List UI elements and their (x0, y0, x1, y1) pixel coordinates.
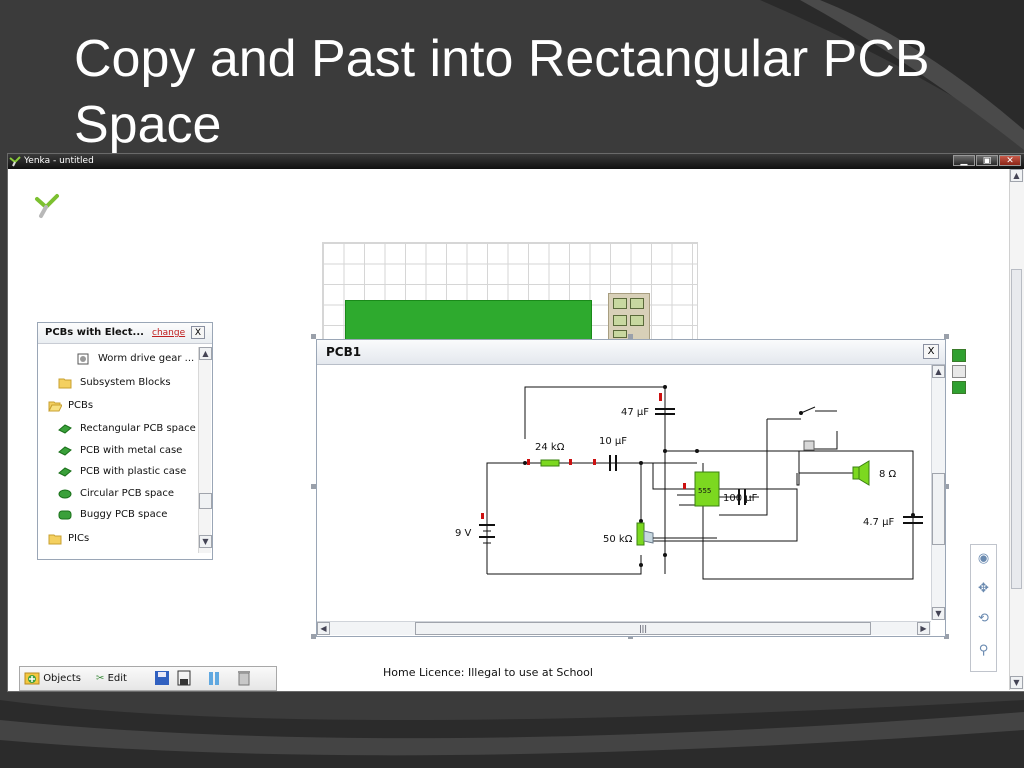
label-4-7uf: 4.7 µF (863, 517, 894, 528)
scroll-thumb[interactable] (932, 473, 945, 545)
graph-palette-icon[interactable] (952, 381, 966, 394)
resize-handle[interactable] (944, 484, 949, 489)
close-button[interactable]: ✕ (999, 155, 1021, 166)
pan-icon[interactable]: ✥ (978, 581, 989, 596)
pcbs-panel-scrollbar[interactable]: ▲ ▼ (198, 347, 212, 553)
scroll-thumb[interactable] (1011, 269, 1022, 589)
eraser-palette-icon[interactable] (952, 365, 966, 378)
scroll-left-button[interactable]: ◀ (317, 622, 330, 635)
circuit-palette-icon[interactable] (952, 349, 966, 362)
save-as-button[interactable] (176, 669, 192, 688)
scroll-down-button[interactable]: ▼ (199, 535, 212, 548)
slide-title: Copy and Past into Rectangular PCB Space (74, 30, 930, 154)
bottom-toolbar: Objects ✂ Edit (19, 666, 277, 691)
scissors-icon: ✂ (96, 673, 105, 684)
resize-handle[interactable] (944, 334, 949, 339)
pcbs-panel-close-button[interactable]: X (191, 326, 205, 339)
objects-icon (24, 672, 40, 685)
rotate-icon[interactable]: ⟲ (978, 611, 989, 626)
battery-tool-icon[interactable] (613, 330, 627, 338)
circuit-schematic: 47 µF 24 kΩ 10 µF 8 Ω 100 µF 4.7 µF 9 V … (455, 385, 923, 580)
resize-handle[interactable] (628, 334, 633, 339)
delete-button[interactable] (236, 669, 252, 688)
objects-label: Objects (43, 673, 81, 684)
pcbs-panel-title: PCBs with Elect... (45, 327, 144, 338)
scroll-down-button[interactable]: ▼ (1010, 676, 1023, 689)
chip-tool-icon[interactable] (630, 315, 644, 326)
resize-handle[interactable] (311, 634, 316, 639)
pcb-icon (58, 467, 72, 477)
label-24k: 24 kΩ (535, 442, 565, 453)
side-palette (952, 337, 966, 397)
pcb-icon (58, 424, 72, 434)
scroll-thumb[interactable]: ||| (415, 622, 871, 635)
scroll-up-button[interactable]: ▲ (932, 365, 945, 378)
folder-icon (58, 378, 72, 389)
pcb1-close-button[interactable]: X (923, 344, 939, 359)
maximize-button[interactable]: ▣ (976, 155, 998, 166)
view-tools: ◉ ✥ ⟲ ⚲ (970, 544, 997, 672)
label-9v: 9 V (455, 528, 472, 539)
capacitor-tool-icon[interactable] (613, 298, 627, 309)
pcb1-horizontal-scrollbar[interactable]: ◀ ||| ▶ (317, 621, 931, 635)
change-link[interactable]: change (152, 328, 186, 338)
title-bar: Yenka - untitled ▁ ▣ ✕ (8, 154, 1024, 169)
label-47uf: 47 µF (621, 407, 649, 418)
rectangular-pcb-board[interactable] (345, 300, 592, 344)
yenka-logo-icon (35, 194, 59, 218)
main-vertical-scrollbar[interactable]: ▲ ▼ (1009, 169, 1024, 690)
edit-label: Edit (107, 673, 127, 684)
scroll-up-button[interactable]: ▲ (199, 347, 212, 360)
window-controls: ▁ ▣ ✕ (953, 155, 1021, 167)
scroll-down-button[interactable]: ▼ (932, 607, 945, 620)
licence-status: Home Licence: Illegal to use at School (383, 666, 593, 679)
gear-icon (77, 353, 89, 365)
label-50k: 50 kΩ (603, 534, 633, 545)
resize-handle[interactable] (944, 634, 949, 639)
scroll-thumb[interactable] (199, 493, 212, 509)
switch-tool-icon[interactable] (613, 315, 627, 326)
save-as-icon (177, 670, 191, 686)
battery-symbol (479, 513, 495, 544)
scroll-right-button[interactable]: ▶ (917, 622, 930, 635)
edit-button[interactable]: ✂ Edit (96, 669, 127, 688)
trash-icon (238, 671, 250, 686)
minimize-button[interactable]: ▁ (953, 155, 975, 166)
pcb-icon (58, 446, 72, 456)
pcb-circle-icon (58, 489, 72, 499)
label-100uf: 100 µF (723, 493, 758, 504)
pcb1-vertical-scrollbar[interactable]: ▲ ▼ (931, 365, 945, 620)
save-icon (155, 671, 169, 685)
folder-icon (48, 534, 62, 545)
pcb1-title: PCB1 (326, 345, 362, 359)
pcbs-panel: PCBs with Elect... change X Worm drive g… (37, 322, 213, 560)
eye-icon[interactable]: ◉ (977, 551, 990, 566)
yenka-icon (9, 156, 21, 167)
window-title: Yenka - untitled (24, 156, 94, 166)
objects-button[interactable]: Objects (24, 669, 81, 688)
label-8ohm: 8 Ω (879, 469, 897, 480)
pcb-buggy-icon (58, 510, 72, 520)
resize-handle[interactable] (311, 334, 316, 339)
pause-button[interactable] (206, 669, 222, 688)
resistor-tool-icon[interactable] (630, 298, 644, 309)
folder-open-icon (48, 401, 62, 412)
pcb1-window: PCB1 X (316, 339, 946, 637)
label-10uf: 10 µF (599, 436, 627, 447)
zoom-icon[interactable]: ⚲ (978, 643, 989, 658)
label-555: 555 (698, 487, 711, 495)
pcb1-header: PCB1 X (317, 340, 945, 365)
resize-handle[interactable] (311, 484, 316, 489)
save-button[interactable] (154, 669, 170, 688)
pcbs-panel-header: PCBs with Elect... change X (38, 323, 212, 344)
yenka-window: Yenka - untitled ▁ ▣ ✕ PCBs with Elect..… (7, 153, 1024, 692)
pause-icon (209, 672, 219, 685)
scroll-up-button[interactable]: ▲ (1010, 169, 1023, 182)
